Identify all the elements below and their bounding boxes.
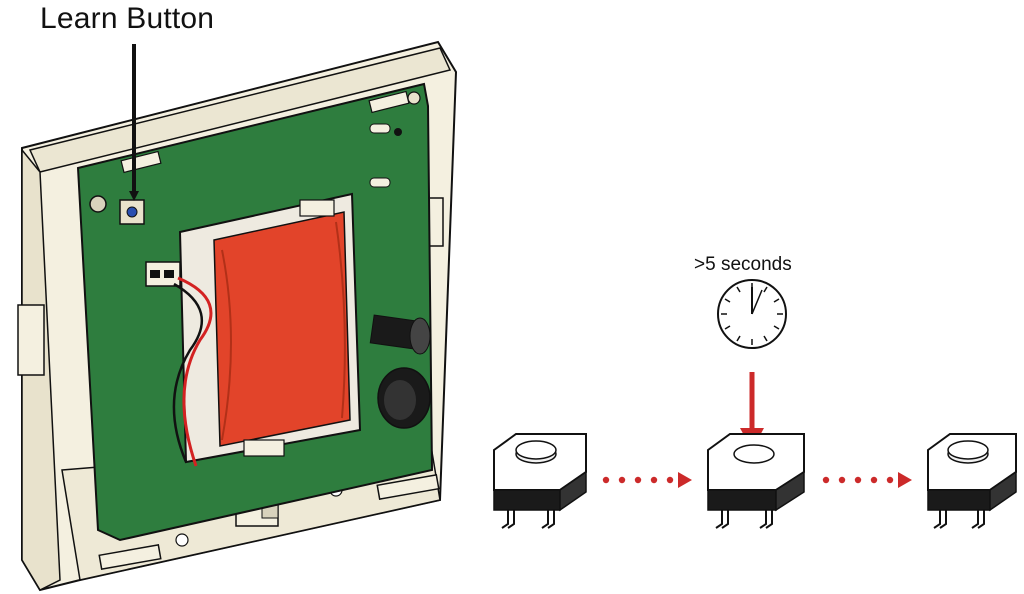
dotted-arrow-icon	[602, 472, 692, 488]
push-button-pressed-icon	[707, 433, 805, 529]
push-button-idle-icon	[493, 433, 587, 529]
learn-button-label: Learn Button	[40, 2, 215, 35]
duration-label: >5 seconds	[694, 254, 792, 275]
learn-button-icon	[119, 199, 145, 225]
dotted-arrow-icon	[822, 472, 912, 488]
push-button-released-icon	[927, 433, 1017, 529]
battery-pack	[145, 192, 362, 467]
clock-icon	[717, 279, 787, 349]
